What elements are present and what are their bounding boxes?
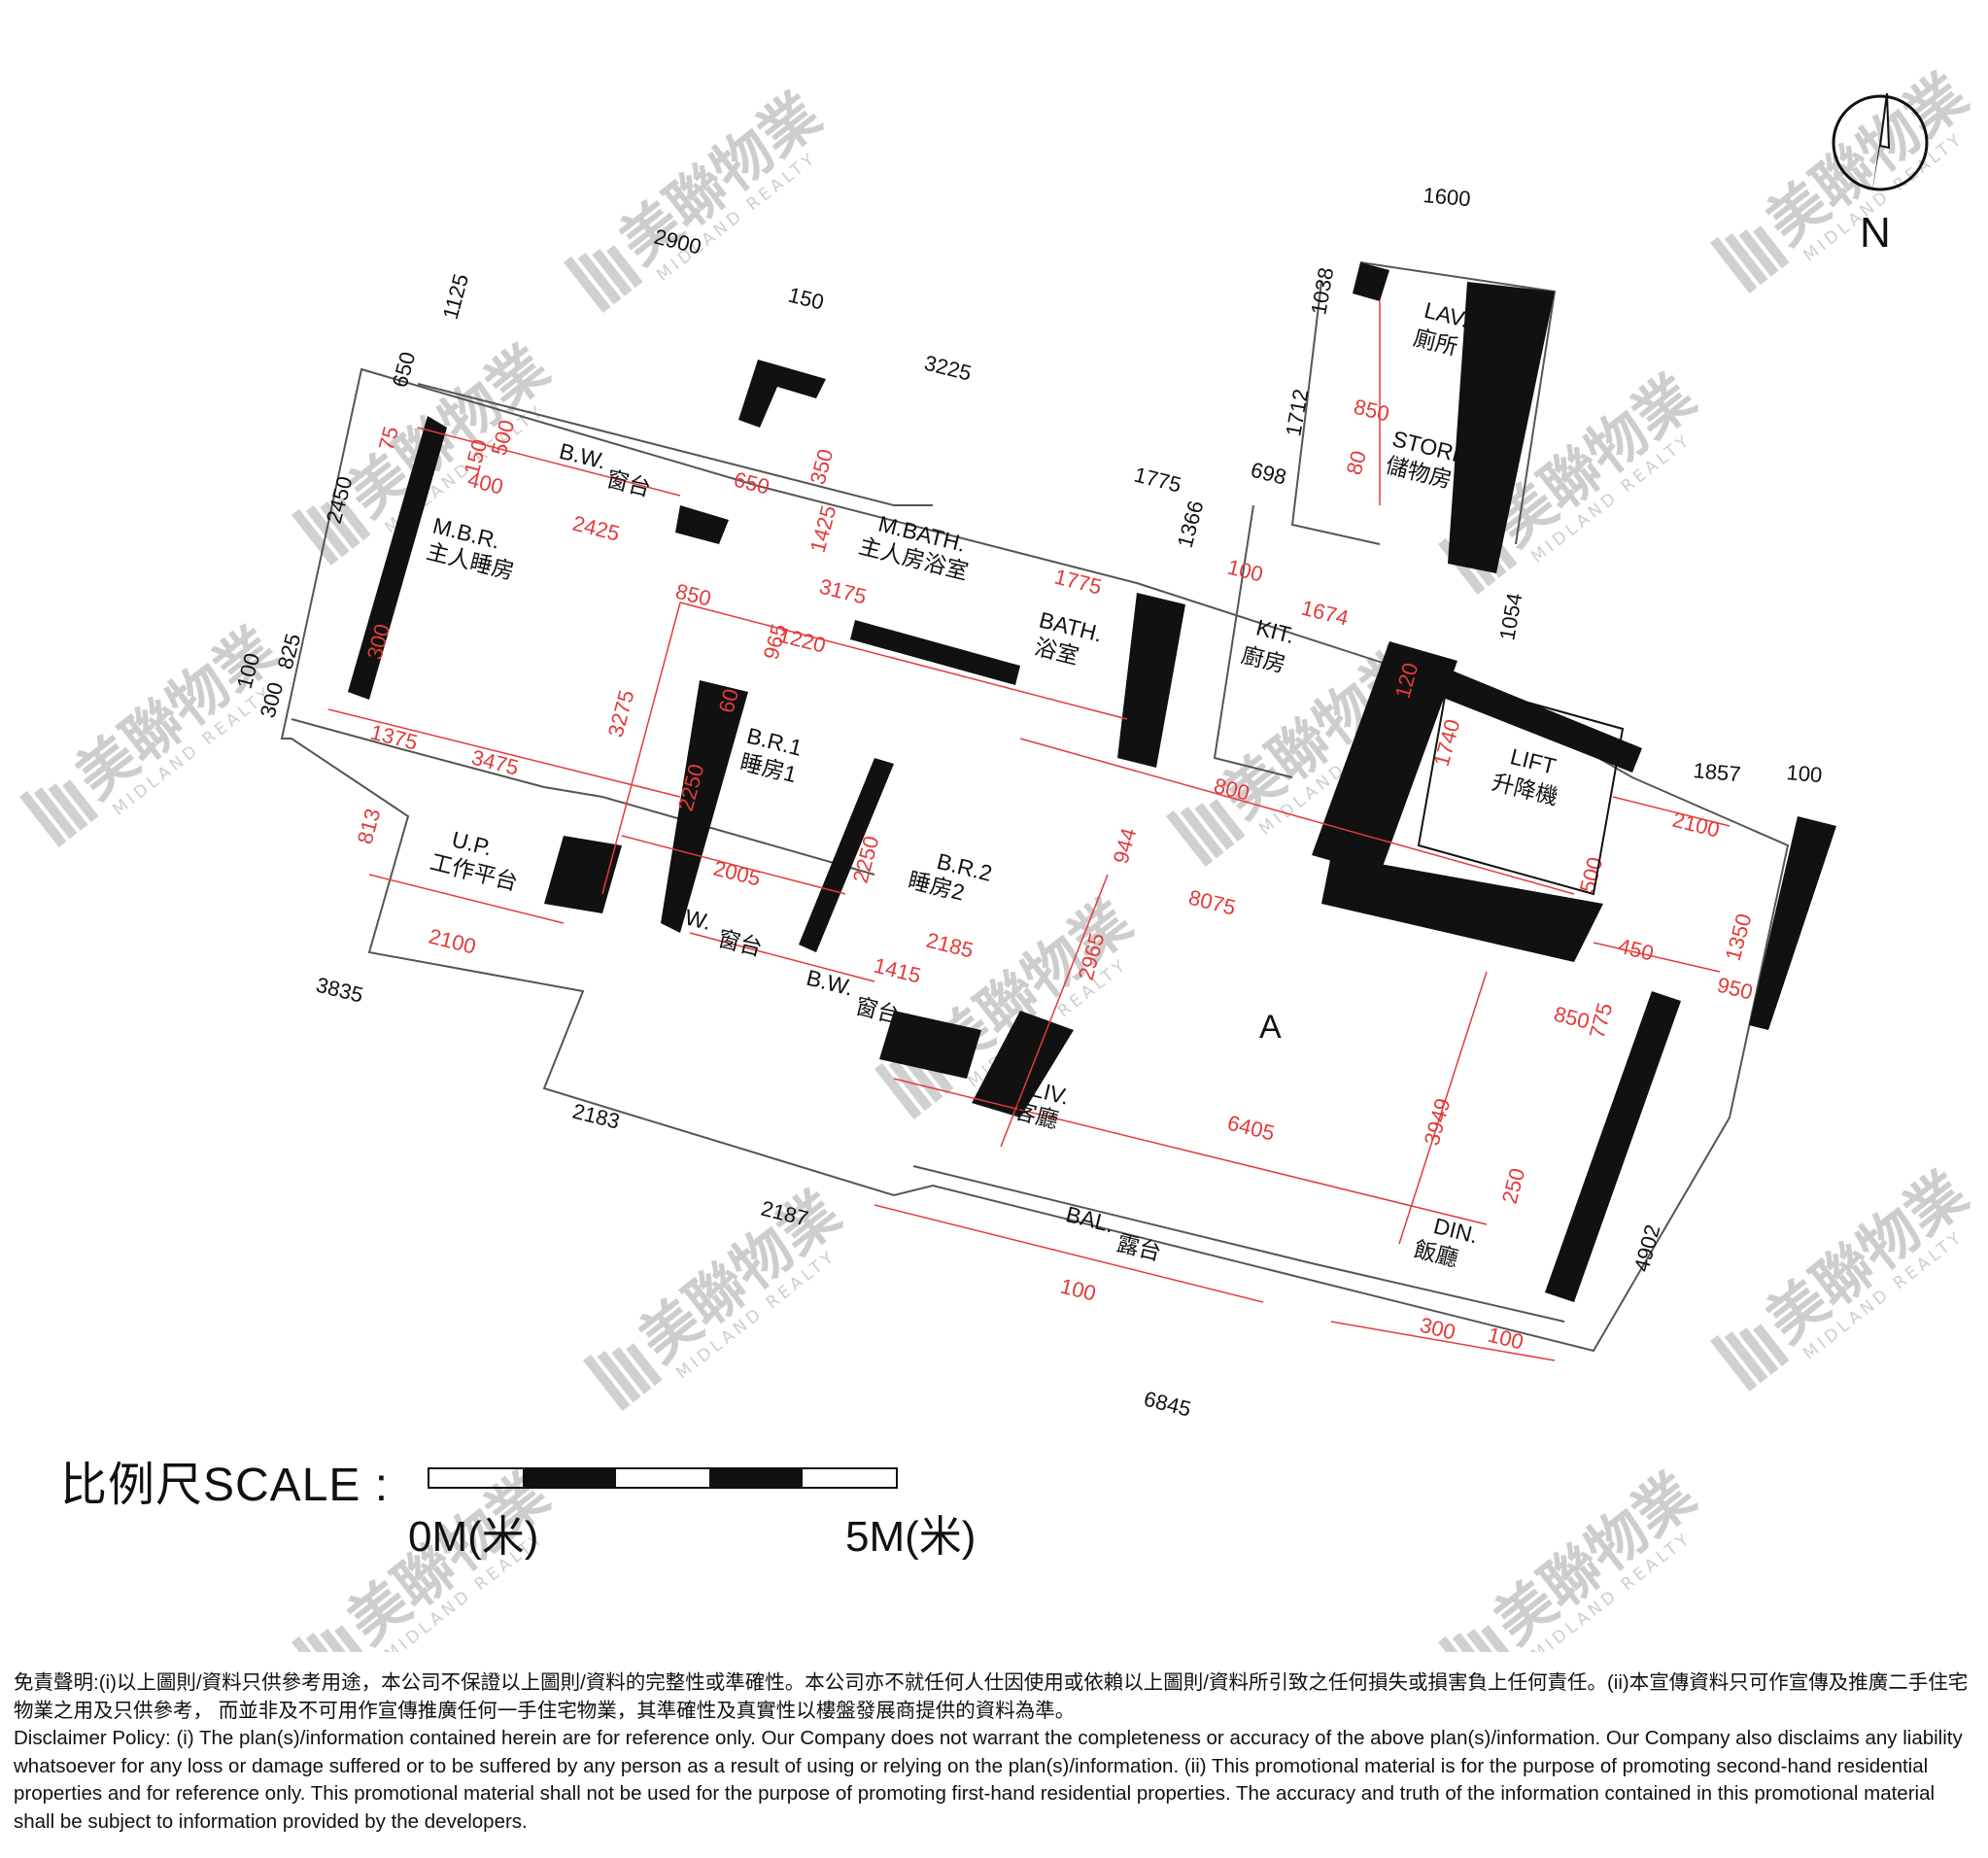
svg-text:窗台: 窗台 (715, 925, 765, 960)
svg-text:450: 450 (1616, 934, 1657, 966)
svg-text:3275: 3275 (603, 688, 639, 740)
svg-text:650: 650 (388, 349, 421, 390)
compass-label: N (1860, 209, 1891, 255)
svg-text:1600: 1600 (1422, 183, 1472, 211)
svg-text:1674: 1674 (1299, 596, 1352, 631)
scale-start-label: 0M(米) (408, 1513, 539, 1561)
svg-text:1366: 1366 (1173, 499, 1209, 551)
disclaimer-cn: 免責聲明:(i)以上圖則/資料只供參考用途，本公司不保證以上圖則/資料的完整性或… (14, 1671, 1969, 1722)
svg-text:775: 775 (1585, 1000, 1618, 1041)
room-bay-window-1: B.W. (557, 438, 608, 474)
svg-text:1775: 1775 (1132, 463, 1184, 498)
svg-text:100: 100 (1786, 760, 1824, 787)
svg-text:100: 100 (1058, 1274, 1099, 1306)
svg-text:1375: 1375 (368, 720, 421, 755)
north-compass-icon: N (1832, 92, 1929, 255)
svg-text:窗台: 窗台 (853, 993, 903, 1028)
svg-text:6405: 6405 (1225, 1111, 1278, 1146)
svg-text:3475: 3475 (469, 745, 522, 780)
svg-text:6845: 6845 (1142, 1387, 1194, 1422)
svg-text:350: 350 (805, 446, 839, 487)
room-kitchen: KIT. (1253, 614, 1297, 648)
svg-text:3175: 3175 (817, 574, 870, 609)
svg-text:400: 400 (465, 467, 506, 499)
room-balcony: BAL. (1063, 1201, 1116, 1237)
svg-text:813: 813 (353, 806, 386, 846)
scale-title: 比例尺SCALE : (60, 1460, 390, 1511)
svg-text:950: 950 (1715, 973, 1756, 1005)
unit-label: A (1259, 1009, 1282, 1046)
svg-text:1712: 1712 (1281, 387, 1313, 438)
scale-bar (428, 1467, 898, 1489)
svg-text:1054: 1054 (1494, 591, 1526, 642)
svg-text:廁所: 廁所 (1411, 325, 1460, 360)
room-bay-window-2: B.W. (662, 899, 713, 935)
svg-text:廚房: 廚房 (1239, 641, 1288, 676)
svg-text:825: 825 (273, 631, 306, 671)
svg-text:300: 300 (1418, 1313, 1458, 1345)
svg-text:1038: 1038 (1306, 265, 1338, 317)
walls (348, 262, 1836, 1302)
svg-text:100: 100 (1225, 555, 1266, 587)
svg-text:1350: 1350 (1721, 912, 1757, 964)
scale-end-label: 5M(米) (845, 1513, 977, 1561)
svg-text:150: 150 (786, 283, 827, 315)
svg-text:698: 698 (1249, 458, 1289, 490)
svg-text:250: 250 (1497, 1165, 1530, 1206)
svg-text:2100: 2100 (427, 924, 479, 959)
svg-text:露台: 露台 (1114, 1230, 1164, 1265)
svg-text:1125: 1125 (438, 271, 473, 322)
svg-text:3949: 3949 (1420, 1096, 1456, 1149)
svg-text:窗台: 窗台 (604, 465, 654, 500)
svg-text:1857: 1857 (1693, 758, 1742, 786)
svg-text:2425: 2425 (570, 511, 623, 546)
svg-text:1775: 1775 (1052, 565, 1105, 600)
dimension-lines-red (327, 301, 1731, 1361)
svg-text:2005: 2005 (711, 856, 764, 891)
svg-text:1415: 1415 (872, 953, 924, 988)
svg-text:944: 944 (1109, 825, 1142, 866)
svg-text:4902: 4902 (1629, 1222, 1665, 1275)
svg-text:3225: 3225 (922, 351, 975, 386)
disclaimer: 免責聲明:(i)以上圖則/資料只供參考用途，本公司不保證以上圖則/資料的完整性或… (14, 1669, 1976, 1836)
svg-text:8075: 8075 (1186, 885, 1239, 920)
lift-shaft (1417, 678, 1625, 896)
svg-text:1425: 1425 (805, 503, 841, 556)
svg-text:850: 850 (1352, 395, 1392, 427)
svg-text:80: 80 (1342, 448, 1371, 477)
disclaimer-en: Disclaimer Policy: (i) The plan(s)/infor… (14, 1727, 1963, 1833)
room-bay-window-3: B.W. (804, 965, 855, 1001)
svg-text:2185: 2185 (924, 928, 977, 963)
svg-text:3835: 3835 (314, 973, 366, 1008)
svg-text:2183: 2183 (570, 1099, 623, 1134)
